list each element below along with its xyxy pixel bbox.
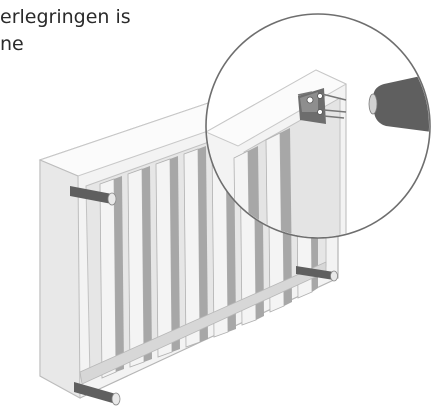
sofa-frame-illustration	[0, 0, 433, 408]
